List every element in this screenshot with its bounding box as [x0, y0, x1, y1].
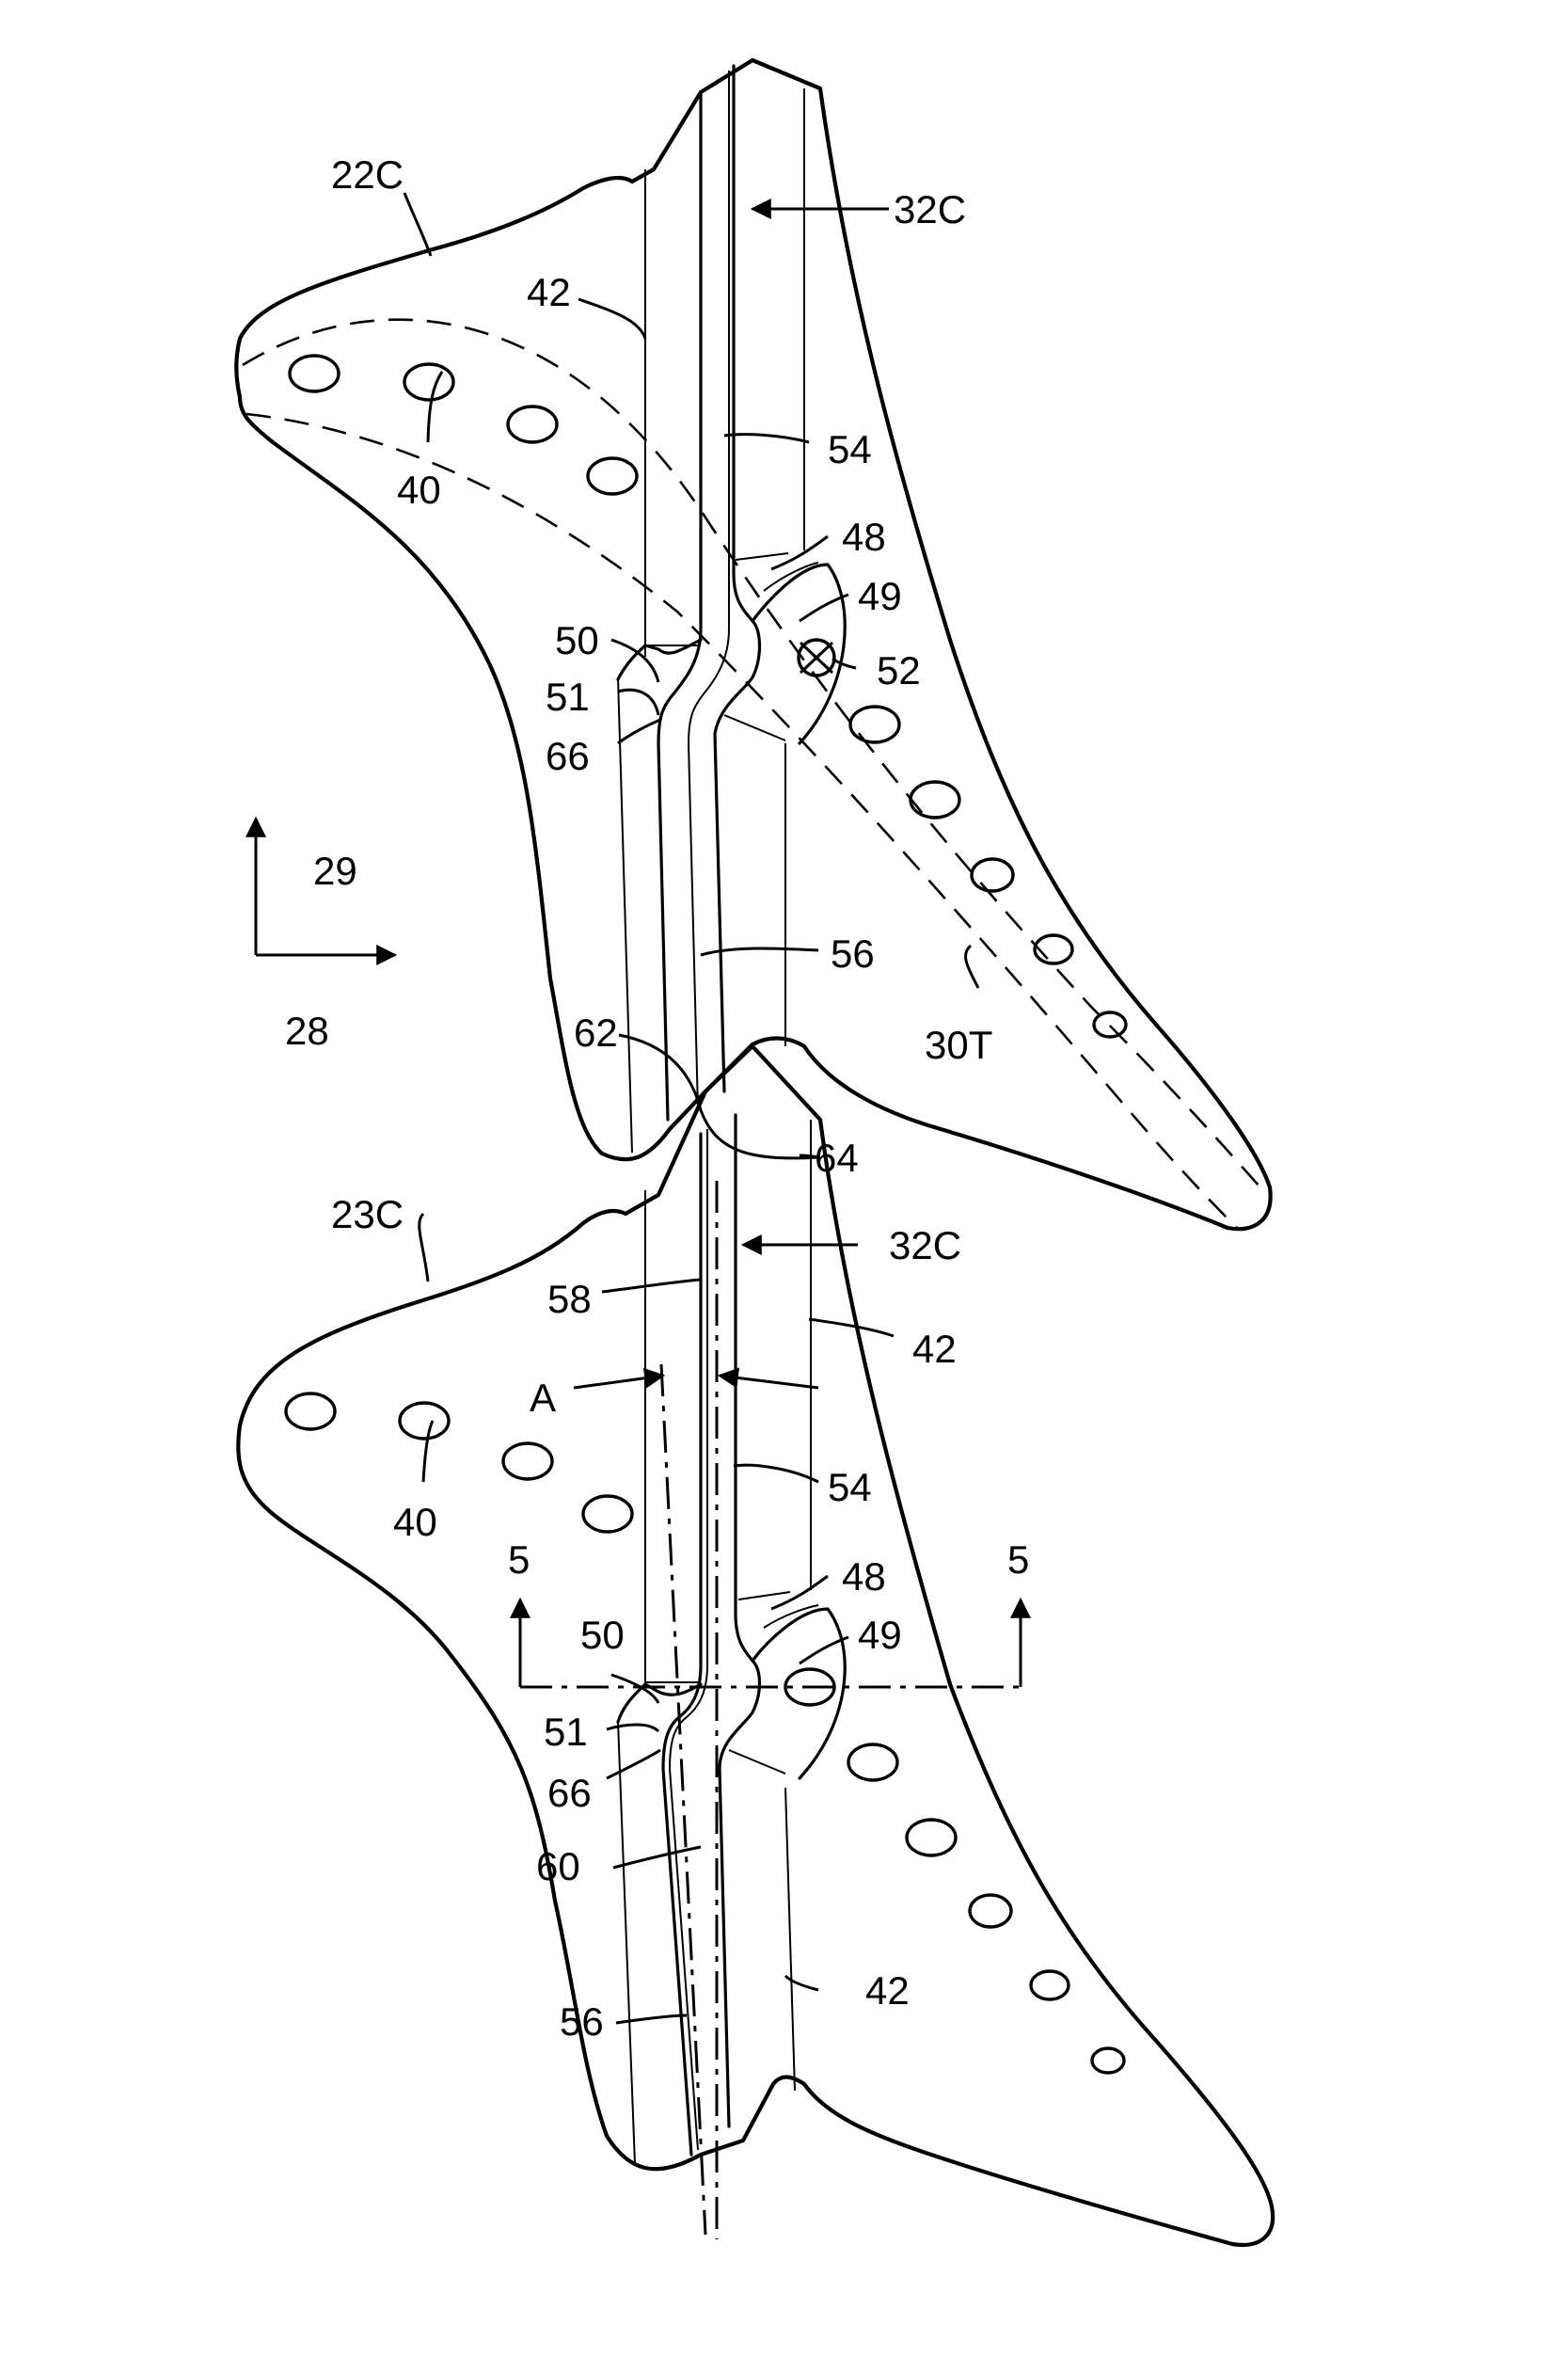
label-58: 58 — [547, 1277, 592, 1321]
lower-notch-line-48 — [738, 1592, 790, 1600]
upper-notch-arc-right-inner — [764, 563, 818, 591]
label-64: 64 — [815, 1136, 859, 1180]
upper-wall-left-lower — [618, 677, 632, 1153]
label-28: 28 — [285, 1009, 329, 1053]
reference-labels: 22C 32C 42 40 54 48 49 52 50 51 66 29 28… — [285, 152, 1029, 2044]
label-50-upper: 50 — [555, 618, 599, 662]
label-5-right: 5 — [1007, 1537, 1029, 1582]
label-48-upper: 48 — [842, 515, 886, 559]
label-48-lower: 48 — [842, 1554, 886, 1599]
label-40-upper: 40 — [397, 468, 441, 512]
upper-seal-channel-right — [715, 66, 760, 1091]
label-54-lower: 54 — [828, 1465, 872, 1509]
label-66-upper: 66 — [546, 734, 590, 778]
upper-blade-outline — [236, 60, 1270, 1229]
hole — [850, 707, 899, 742]
hole — [286, 1393, 335, 1429]
hole — [911, 782, 959, 818]
angle-a-arrow-left — [574, 1376, 663, 1388]
hole — [404, 364, 453, 400]
lower-seal-channel-right — [720, 1115, 760, 2126]
hole — [290, 356, 339, 391]
label-32c-upper: 32C — [894, 187, 966, 231]
label-52: 52 — [877, 648, 921, 692]
upper-blade-22c — [236, 60, 1270, 1229]
label-50-lower: 50 — [580, 1613, 625, 1657]
label-23c: 23C — [331, 1192, 404, 1236]
label-60: 60 — [536, 1844, 580, 1888]
label-56-upper: 56 — [831, 931, 875, 976]
upper-notch-line-bottom — [724, 715, 785, 740]
lower-offset-line-60 — [661, 1364, 705, 2235]
label-51-lower: 51 — [544, 1710, 588, 1754]
hole — [1092, 2048, 1124, 2073]
label-5-left: 5 — [508, 1537, 530, 1582]
hole — [583, 1496, 632, 1532]
label-49-upper: 49 — [858, 574, 902, 618]
upper-notch-line-48 — [736, 553, 788, 560]
label-29: 29 — [313, 849, 357, 893]
upper-camber-dash-top — [243, 320, 1260, 1187]
label-49-lower: 49 — [858, 1613, 902, 1657]
label-42-lower-b: 42 — [865, 1968, 910, 2013]
upper-cooling-holes — [290, 356, 1126, 1037]
label-51-upper: 51 — [546, 675, 590, 719]
lower-notch-line-bottom — [729, 1750, 785, 1774]
label-32c-lower: 32C — [889, 1223, 961, 1267]
label-62: 62 — [574, 1011, 618, 1055]
label-30t: 30T — [925, 1023, 992, 1067]
label-40-lower: 40 — [393, 1500, 437, 1544]
lower-wall-right-lower — [785, 1788, 795, 2091]
lower-seal-channel-left — [663, 1134, 701, 2155]
label-56-lower: 56 — [560, 1999, 604, 2044]
hole — [907, 1820, 956, 1855]
label-66-lower: 66 — [547, 1771, 592, 1815]
label-42-lower-a: 42 — [912, 1327, 957, 1371]
label-54-upper: 54 — [828, 427, 872, 471]
lower-cooling-holes — [286, 1393, 1124, 2073]
hole — [503, 1443, 552, 1479]
upper-pin-52 — [799, 640, 834, 676]
hole — [508, 406, 557, 442]
label-22c: 22C — [331, 152, 404, 197]
hole — [400, 1403, 449, 1439]
hole — [972, 859, 1013, 891]
label-42-upper: 42 — [527, 270, 571, 314]
hole — [970, 1895, 1011, 1927]
hole — [1031, 1971, 1069, 1999]
hole — [1094, 1012, 1126, 1037]
hole — [588, 458, 637, 494]
label-a: A — [530, 1376, 556, 1420]
lower-wall-left-lower — [618, 1722, 635, 2164]
hole — [848, 1744, 897, 1780]
